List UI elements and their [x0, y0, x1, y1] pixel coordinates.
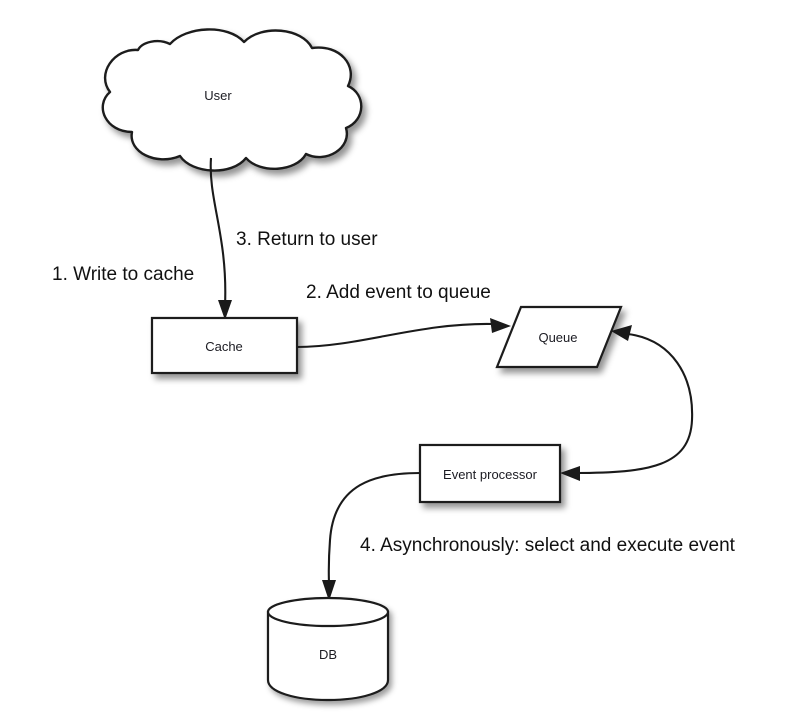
node-cache[interactable]: Cache: [150, 316, 299, 375]
edge-processor-to-queue-path: [574, 332, 694, 475]
node-queue-label: Queue: [538, 330, 577, 345]
edge-user-to-cache: [209, 157, 232, 320]
edge-processor-to-db-arrowhead: [322, 580, 336, 601]
event-processor-box-shape: [418, 443, 562, 504]
edge-cache-to-queue: [296, 318, 511, 349]
node-event-processor-label: Event processor: [443, 467, 538, 482]
db-cylinder-top: [266, 596, 390, 628]
edge-processor-to-queue-arrowhead: [611, 325, 632, 341]
cache-box-shape: [150, 316, 299, 375]
step-2-label: 2. Add event to queue: [306, 282, 491, 303]
node-event-processor[interactable]: Event processor: [418, 443, 562, 504]
queue-parallelogram-shape: [495, 305, 623, 369]
edge-cache-to-queue-arrowhead: [490, 318, 511, 333]
edge-processor-to-db: [322, 471, 421, 601]
node-db[interactable]: DB: [266, 596, 390, 702]
node-queue[interactable]: Queue: [495, 305, 623, 369]
edge-user-to-cache-arrowhead: [218, 300, 232, 320]
edge-processor-to-queue: [574, 325, 694, 475]
step-3-label: 3. Return to user: [236, 229, 378, 250]
node-user[interactable]: User: [101, 28, 363, 172]
node-cache-label: Cache: [205, 339, 243, 354]
edge-processor-to-db-path: [327, 471, 421, 587]
node-user-label: User: [204, 88, 232, 103]
node-db-label: DB: [319, 647, 337, 662]
step-4-label: 4. Asynchronously: select and execute ev…: [360, 535, 736, 556]
edge-cache-to-queue-path: [296, 322, 496, 349]
db-cylinder-body: [266, 610, 390, 702]
step-1-label: 1. Write to cache: [52, 264, 194, 285]
cloud-shape: [101, 28, 363, 172]
edge-into-processor-arrowhead: [560, 466, 580, 481]
edge-user-to-cache-path: [209, 157, 227, 307]
